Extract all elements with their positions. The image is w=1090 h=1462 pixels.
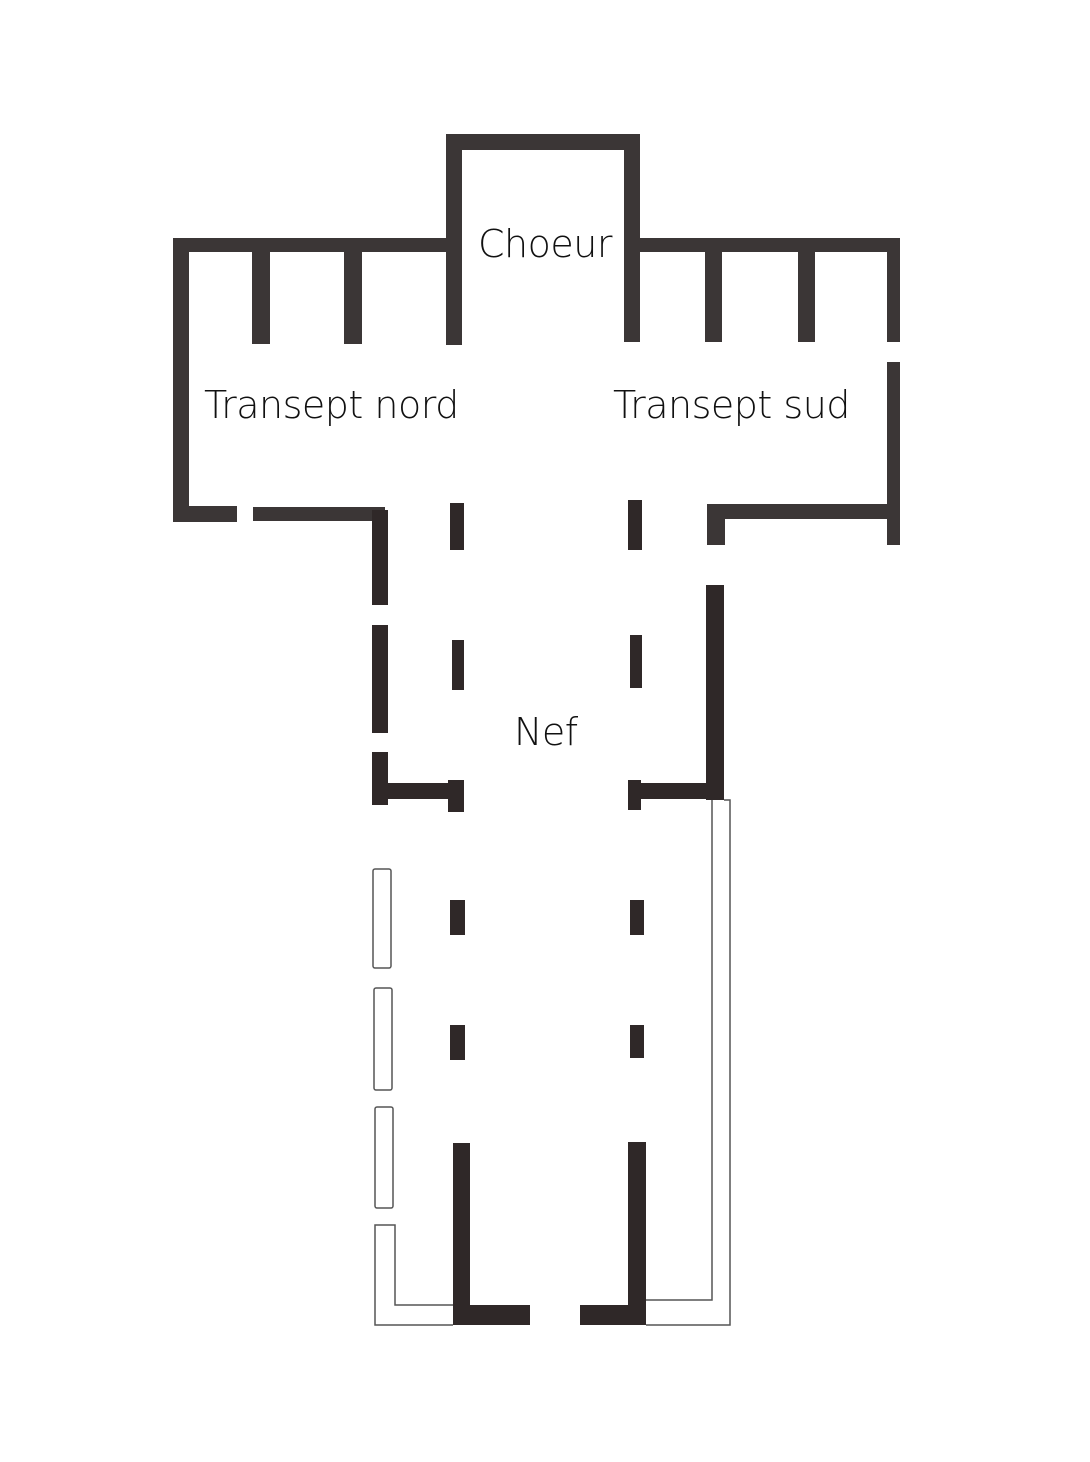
nave-walls [372,510,724,1325]
north-transept-label: Transept nord [204,383,459,427]
choir-walls [446,134,640,345]
transept-walls [173,238,900,545]
south-transept-label: Transept sud [613,383,850,427]
choir-label: Choeur [478,222,612,266]
nave-piers [450,500,644,1060]
outline-walls [372,799,731,1326]
nave-label: Nef [514,710,578,754]
